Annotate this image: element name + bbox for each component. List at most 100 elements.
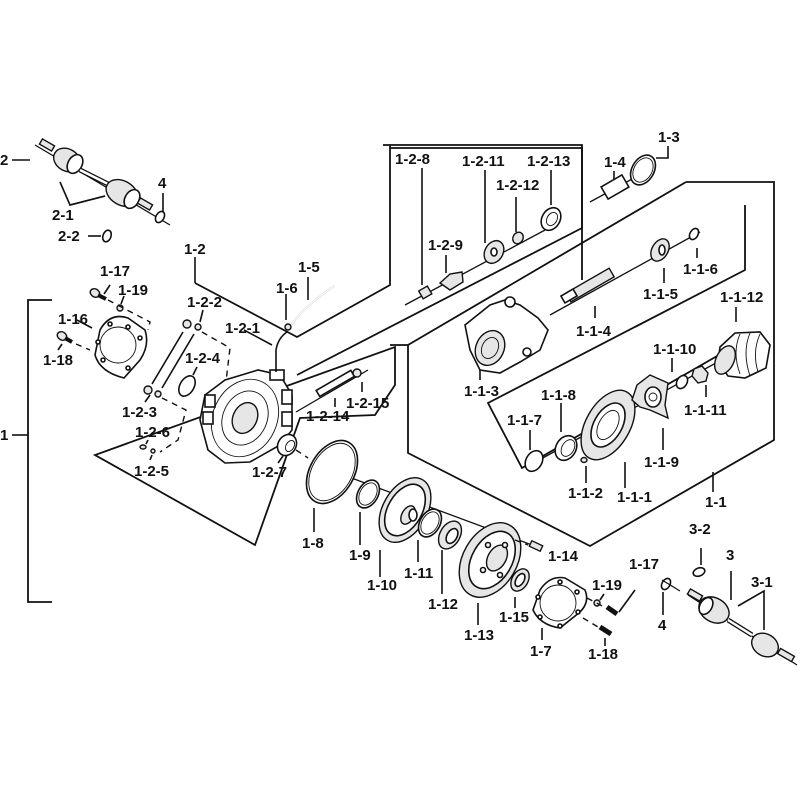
bearing-1-2-11-inner (490, 247, 498, 257)
dash-1-18 (75, 343, 91, 351)
callout-1-1-7: 1-1-7 (507, 412, 542, 429)
ring-gear-1-1-1 (580, 389, 636, 461)
callout-1-1-6: 1-1-6 (683, 261, 718, 278)
callout-1-19-right: 1-19 (592, 577, 622, 594)
washer-4-bottom (660, 577, 672, 591)
plug-1-14 (528, 539, 544, 553)
breather-hose-1-5-inner (289, 285, 335, 328)
differential-housing (199, 369, 293, 464)
callout-1-1: 1-1 (705, 494, 727, 511)
callout-4-bottom: 4 (658, 617, 667, 634)
callout-4-top: 4 (158, 175, 167, 192)
bearing-1-1-5-inner (658, 244, 666, 256)
bolt-1-18-right (598, 624, 613, 637)
oring-1-8 (305, 439, 359, 505)
callout-1-17-right: 1-17 (629, 556, 659, 573)
callout-1-9: 1-9 (349, 547, 371, 564)
callout-1-5: 1-5 (298, 259, 320, 276)
leader-lines (12, 146, 765, 646)
callout-1-17-left: 1-17 (100, 263, 130, 280)
flange-plate-1-7 (532, 576, 588, 629)
callout-3-2: 3-2 (689, 521, 711, 538)
callout-1-2-6: 1-2-6 (135, 424, 170, 441)
bearing-1-1-8 (554, 434, 578, 462)
oring-1-3 (629, 154, 657, 186)
callout-1-1-9: 1-1-9 (644, 454, 679, 471)
seal-1-15-inner (514, 572, 526, 588)
callout-1-2-9: 1-2-9 (428, 237, 463, 254)
dash-1-19-right (586, 597, 607, 609)
bearing-1-2-7-inner (284, 439, 296, 453)
callout-1: 1 (0, 427, 8, 444)
callout-1-18-right: 1-18 (588, 646, 618, 663)
axis-1-1-upper (549, 231, 701, 316)
dash-1-14 (514, 539, 529, 546)
callout-1-14: 1-14 (548, 548, 579, 565)
pinion-shaft-1-1-4 (559, 267, 616, 305)
plug-1-2-3a (143, 385, 153, 395)
callout-1-2: 1-2 (184, 241, 206, 258)
pinion-1-2-9 (438, 271, 464, 291)
oring-1-3-inner (632, 157, 654, 183)
sleeve-1-4 (600, 173, 630, 201)
bolt-1-17-right (605, 604, 619, 617)
callout-3: 3 (726, 547, 734, 564)
callout-1-2-2: 1-2-2 (187, 294, 222, 311)
flange-plate-1-16 (94, 315, 148, 379)
leader-plug-pair-b (161, 333, 195, 389)
callout-1-1-11: 1-1-11 (684, 402, 727, 419)
group-1-2-top-box (390, 147, 583, 280)
rod-1-2-14 (315, 369, 356, 398)
callout-1-19-left: 1-19 (118, 282, 148, 299)
washer-1-2-5 (150, 448, 156, 454)
callout-1-6: 1-6 (276, 280, 298, 297)
clamp-1-6 (284, 323, 292, 331)
leader-plug-pair-a (151, 331, 184, 385)
circlip-1-1-6 (688, 227, 700, 241)
callout-1-2-1: 1-2-1 (225, 320, 260, 337)
oring-1-11 (417, 508, 443, 538)
callout-1-13: 1-13 (464, 627, 494, 644)
cover-1-13 (458, 522, 522, 598)
callout-2-1: 2-1 (52, 207, 74, 224)
callout-1-2-8: 1-2-8 (395, 151, 430, 168)
nut-1-2-15 (352, 368, 362, 378)
callout-1-11: 1-11 (404, 565, 433, 582)
circlip-2-2 (101, 229, 113, 243)
callout-1-2-5: 1-2-5 (134, 463, 169, 480)
callout-3-1: 3-1 (751, 574, 773, 591)
callout-1-3: 1-3 (658, 129, 680, 146)
callout-1-2-3: 1-2-3 (122, 404, 157, 421)
oring-1-11-inner (420, 511, 440, 535)
callout-1-2-12: 1-2-12 (496, 177, 539, 194)
callout-1-1-8: 1-1-8 (541, 387, 576, 404)
callout-1-12: 1-12 (428, 596, 458, 613)
bolt-1-17-left (89, 288, 107, 301)
gear-housing-1-1-3 (464, 296, 549, 374)
boot-1-1-12 (713, 331, 771, 379)
callout-1-1-12: 1-1-12 (720, 289, 763, 306)
group-1-1-outer-frame (390, 181, 775, 548)
oring-1-9-inner (358, 482, 378, 506)
washer-1-2-2b (194, 323, 202, 331)
bolt-1-1-2 (580, 456, 588, 464)
callout-1-2-11: 1-2-11 (462, 153, 505, 170)
bearing-1-1-8-inner (560, 439, 576, 457)
callout-1-1-2: 1-1-2 (568, 485, 603, 502)
washer-1-2-12 (512, 231, 524, 245)
drive-shaft-2 (34, 137, 171, 226)
seal-1-2-13-inner (545, 211, 559, 227)
seal-1-2-13 (540, 206, 562, 232)
callout-1-1-1: 1-1-1 (617, 489, 652, 506)
oring-1-8-inner (308, 442, 356, 502)
differential-case-1-1-9 (631, 374, 669, 420)
washer-1-1-10 (675, 374, 689, 390)
dash-1-18-right (582, 617, 599, 628)
circlip-1-1-7 (524, 449, 544, 473)
bolt-1-18-left (56, 331, 73, 344)
dash-1-2-3 (159, 397, 187, 453)
dash-1-2-2 (201, 331, 231, 391)
bearing-1-12-inner (445, 527, 459, 545)
